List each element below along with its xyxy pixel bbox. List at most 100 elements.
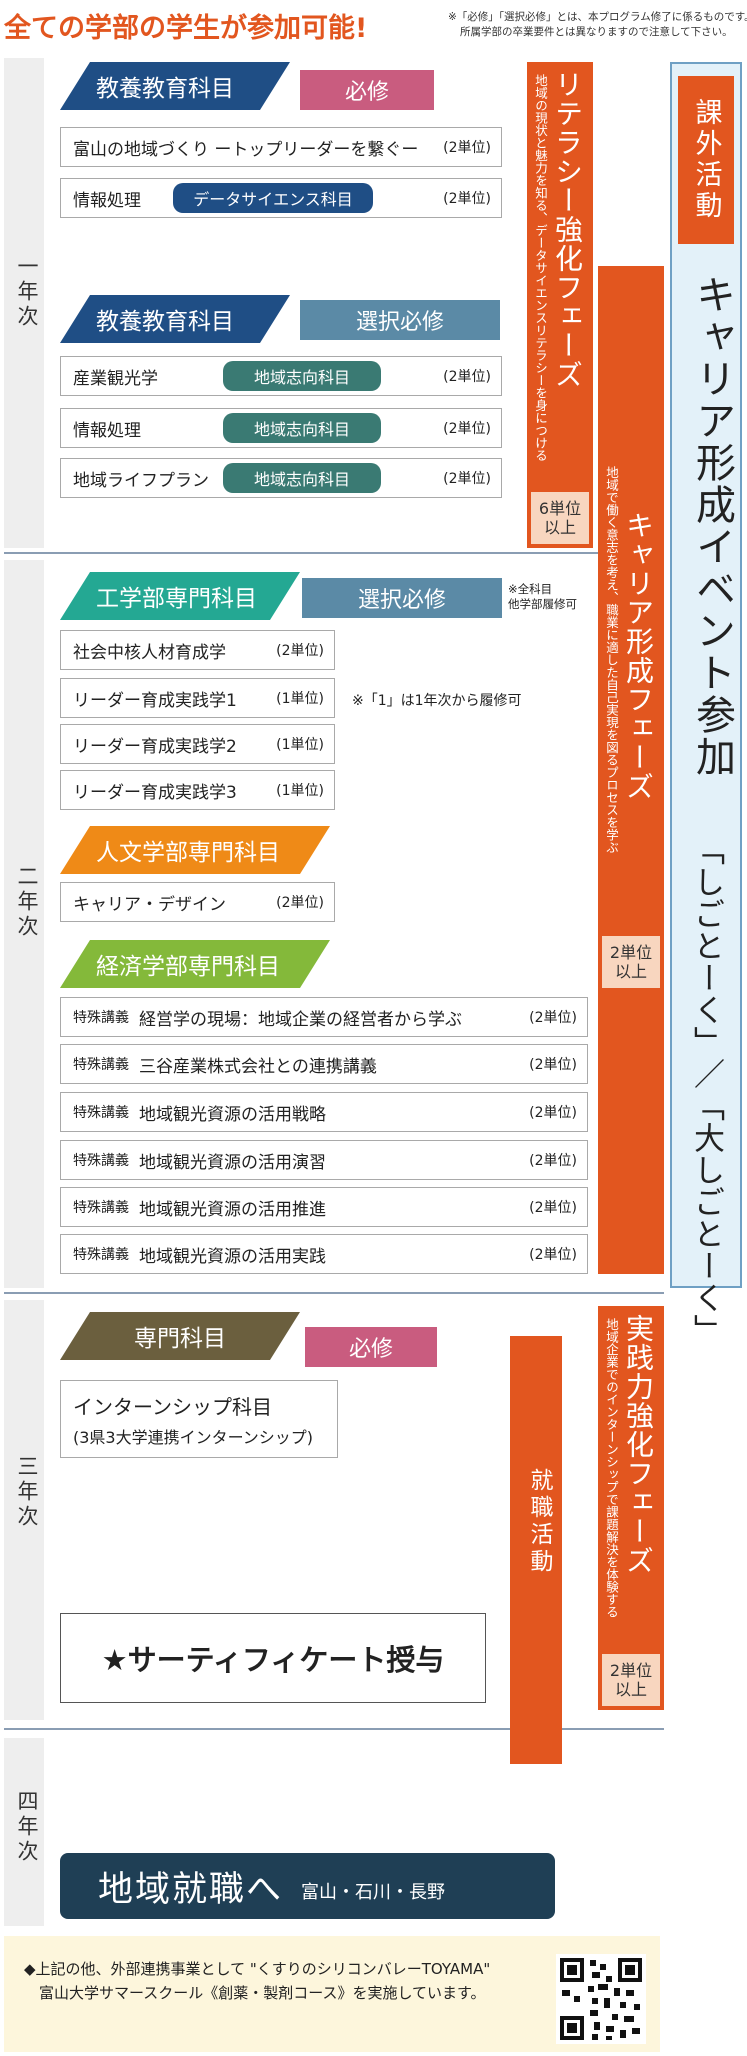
career-event-names: 「しごとーく」／「大しごとーく」: [688, 834, 724, 1346]
career-units-box: 2単位 以上: [602, 936, 660, 988]
course-name: 経営学の現場：地域企業の経営者から学ぶ: [139, 1009, 462, 1030]
course-row: リーダー育成実践学2 (1単位): [60, 724, 335, 764]
tag-economics: 経済学部専門科目: [60, 940, 330, 988]
career-units-suffix: 以上: [614, 962, 647, 981]
career-units: 2単位: [609, 943, 653, 962]
data-science-badge: データサイエンス科目: [173, 183, 373, 213]
course-row: リーダー育成実践学3 (1単位): [60, 770, 335, 810]
tag-liberal-arts-elective: 教養教育科目: [60, 295, 290, 343]
course-units: (2単位): [529, 1010, 577, 1026]
career-phase: キャリア形成フェーズ 地域で働く意志を考え、職業に適した自己実現を図るプロセスを…: [598, 266, 664, 1274]
course-row: 情報処理 データサイエンス科目 (2単位): [60, 178, 502, 218]
extracurricular-label: 課外活動: [690, 98, 722, 222]
footer-line1: ◆上記の他、外部連携事業として "くすりのシリコンバレーTOYAMA": [24, 1960, 491, 1978]
practice-phase-description: 地域企業でのインターンシップで課題解決を体験する: [604, 1318, 619, 1618]
internship-box: インターンシップ科目 (3県3大学連携インターンシップ): [60, 1380, 338, 1458]
requirement-note: ※「必修」「選択必修」とは、本プログラム修了に係るものです。 所属学部の卒業要件…: [448, 10, 747, 40]
course-row: 特殊講義 経営学の現場：地域企業の経営者から学ぶ (2単位): [60, 997, 588, 1037]
course-row: 産業観光学 地域志向科目 (2単位): [60, 356, 502, 396]
course-row: 地域ライフプラン 地域志向科目 (2単位): [60, 458, 502, 498]
course-name: 地域観光資源の活用戦略: [139, 1104, 326, 1125]
course-name: キャリア・デザイン: [73, 894, 226, 915]
footer-panel: ◆上記の他、外部連携事業として "くすりのシリコンバレーTOYAMA" 富山大学…: [4, 1936, 660, 2052]
career-event-title: キャリア形成イベント参加: [689, 274, 735, 778]
course-units: (2単位): [529, 1247, 577, 1263]
special-lecture-prefix: 特殊講義: [73, 1153, 129, 1169]
literacy-phase-description: 地域の現状と魅力を知る、データサイエンスリテラシーを身につける: [533, 74, 548, 462]
course-name: 富山の地域づくり ートップリーダーを繋ぐー: [73, 139, 419, 160]
year-separator-3: [4, 1728, 664, 1730]
all-courses-note: ※全科目 他学部履修可: [508, 582, 577, 612]
year-label-1: 一年次: [15, 255, 39, 330]
course-units: (2単位): [443, 471, 491, 487]
special-lecture-prefix: 特殊講義: [73, 1057, 129, 1073]
all-courses-note-line1: ※全科目: [508, 582, 553, 596]
course-name: 地域ライフプラン: [73, 470, 209, 491]
course-row: 情報処理 地域志向科目 (2単位): [60, 408, 502, 448]
year-separator-2: [4, 1292, 664, 1294]
region-badge: 地域志向科目: [223, 463, 381, 493]
internship-subtitle: (3県3大学連携インターンシップ): [73, 1428, 314, 1447]
course-row: 特殊講義 地域観光資源の活用演習 (2単位): [60, 1140, 588, 1180]
pill-required: 必修: [300, 70, 434, 110]
course-units: (2単位): [529, 1200, 577, 1216]
requirement-note-line2: 所属学部の卒業要件とは異なりますので注意して下さい。: [460, 26, 733, 38]
course-name: リーダー育成実践学2: [73, 736, 237, 757]
extracurricular-panel: 課外活動 キャリア形成イベント参加 「しごとーく」／「大しごとーく」: [670, 62, 742, 1346]
course-name: 情報処理: [73, 420, 141, 441]
course-units: (2単位): [443, 421, 491, 437]
pill-elective-required: 選択必修: [300, 300, 500, 340]
year1-available-note: ※「1」は1年次から履修可: [352, 693, 522, 709]
literacy-units-box: 6単位 以上: [531, 492, 589, 544]
course-row: 特殊講義 地域観光資源の活用推進 (2単位): [60, 1187, 588, 1227]
course-name: 社会中核人材育成学: [73, 642, 226, 663]
literacy-units: 6単位: [538, 499, 582, 518]
year-band-4: [4, 1738, 44, 1926]
special-lecture-prefix: 特殊講義: [73, 1200, 129, 1216]
course-name: 情報処理: [73, 190, 141, 211]
practice-units-suffix: 以上: [614, 1680, 647, 1699]
course-units: (2単位): [443, 140, 491, 156]
course-row: 社会中核人材育成学 (2単位): [60, 630, 335, 670]
course-name: 産業観光学: [73, 368, 158, 389]
special-lecture-prefix: 特殊講義: [73, 1247, 129, 1263]
job-hunting-title: 就職活動: [526, 1468, 552, 1576]
practice-units: 2単位: [609, 1661, 653, 1680]
course-units: (1単位): [276, 783, 324, 799]
career-phase-title: キャリア形成フェーズ: [622, 511, 655, 801]
course-name: 三谷産業株式会社との連携講義: [139, 1056, 377, 1077]
course-units: (2単位): [276, 895, 324, 911]
tag-engineering: 工学部専門科目: [60, 572, 300, 620]
year-label-3: 三年次: [15, 1455, 39, 1530]
course-row: 特殊講義 三谷産業株式会社との連携講義 (2単位): [60, 1044, 588, 1084]
tag-humanities: 人文学部専門科目: [60, 826, 330, 874]
internship-title: インターンシップ科目: [73, 1395, 272, 1419]
course-units: (2単位): [443, 369, 491, 385]
year-band-1: [4, 58, 44, 548]
extracurricular-head: 課外活動: [678, 76, 734, 244]
course-units: (2単位): [276, 643, 324, 659]
course-name: リーダー育成実践学1: [73, 690, 237, 711]
course-row: 富山の地域づくり ートップリーダーを繋ぐー (2単位): [60, 127, 502, 167]
requirement-note-line1: ※「必修」「選択必修」とは、本プログラム修了に係るものです。: [448, 11, 747, 23]
job-hunting-phase: 就職活動: [510, 1336, 562, 1764]
pill-required: 必修: [305, 1327, 437, 1367]
certificate-award: ★サーティフィケート授与: [60, 1613, 486, 1703]
regional-employment-goal: 地域就職へ 富山・石川・長野: [60, 1853, 555, 1919]
practice-phase-title: 実践力強化フェーズ: [622, 1314, 655, 1575]
course-units: (2単位): [529, 1153, 577, 1169]
course-units: (2単位): [529, 1105, 577, 1121]
year-label-2: 二年次: [15, 865, 39, 940]
region-badge: 地域志向科目: [223, 361, 381, 391]
course-row: 特殊講義 地域観光資源の活用戦略 (2単位): [60, 1092, 588, 1132]
course-name: リーダー育成実践学3: [73, 782, 237, 803]
headline: 全ての学部の学生が参加可能!: [4, 13, 368, 44]
course-units: (2単位): [443, 191, 491, 207]
region-badge: 地域志向科目: [223, 413, 381, 443]
career-phase-description: 地域で働く意志を考え、職業に適した自己実現を図るプロセスを学ぶ: [604, 466, 619, 854]
qr-code-icon: [556, 1954, 646, 2044]
course-units: (1単位): [276, 737, 324, 753]
year-band-2: [4, 560, 44, 1288]
year-label-4: 四年次: [15, 1790, 39, 1865]
year-separator-1: [4, 552, 664, 554]
